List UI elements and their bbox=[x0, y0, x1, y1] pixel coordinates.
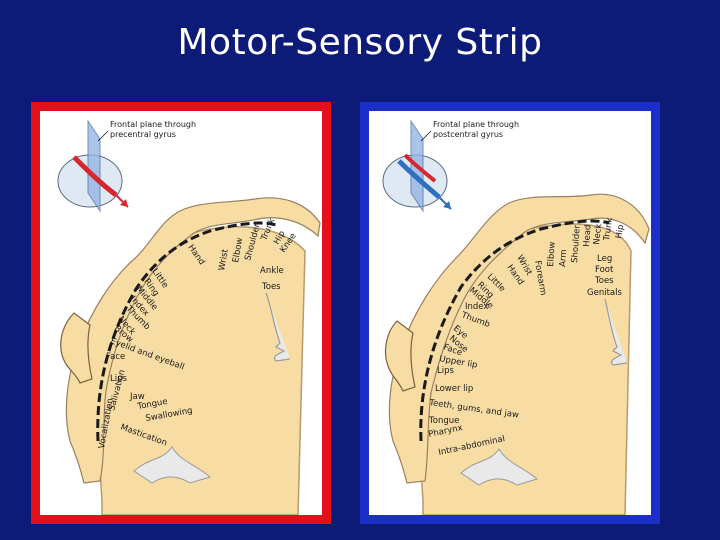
motor-label-lips: Lips bbox=[110, 374, 127, 384]
sensory-label-lips: Lips bbox=[437, 366, 454, 376]
motor-homunculus-diagram: Frontal plane through precentral gyrus H… bbox=[57, 119, 321, 515]
sensory-label-genitals: Genitals bbox=[587, 288, 622, 298]
motor-gyrus-highlight bbox=[72, 155, 118, 197]
sensory-label-index: Index bbox=[465, 302, 488, 312]
motor-label-wrist: Wrist bbox=[217, 248, 231, 272]
sensory-label-toes: Toes bbox=[594, 276, 614, 286]
sensory-caption-line2: postcentral gyrus bbox=[433, 130, 503, 139]
sensory-label-elbow: Elbow bbox=[546, 241, 558, 267]
motor-caption-pointer bbox=[97, 130, 109, 142]
motor-ventricle bbox=[265, 292, 291, 362]
motor-caption-line2: precentral gyrus bbox=[110, 130, 176, 139]
motor-caption-line1: Frontal plane through bbox=[110, 120, 196, 129]
sensory-strip-panel: Frontal plane through postcentral gyrus … bbox=[360, 102, 660, 524]
motor-label-jaw: Jaw bbox=[129, 392, 145, 402]
sensory-label-head: Head bbox=[582, 224, 594, 247]
motor-strip-panel: Frontal plane through precentral gyrus H… bbox=[31, 102, 331, 524]
sensory-label-shoulder: Shoulder bbox=[570, 224, 583, 263]
motor-strip-dashed-line bbox=[96, 221, 277, 442]
sensory-homunculus-figure bbox=[388, 193, 650, 484]
sensory-arrowhead bbox=[443, 201, 451, 209]
motor-label-toes: Toes bbox=[261, 282, 281, 292]
sensory-gyrus-highlight bbox=[397, 159, 441, 199]
sensory-label-lower-lip: Lower lip bbox=[435, 384, 473, 394]
sensory-label-trunk: Trunk bbox=[602, 217, 615, 242]
sensory-label-tongue: Tongue bbox=[428, 416, 459, 426]
sensory-caption-pointer bbox=[420, 130, 432, 142]
sensory-label-neck: Neck bbox=[592, 223, 604, 245]
motor-arrowhead bbox=[120, 199, 128, 207]
motor-lower-structure bbox=[133, 446, 212, 484]
motor-face-profile bbox=[60, 312, 93, 384]
sensory-face-profile bbox=[384, 320, 416, 392]
sensory-red-gyrus bbox=[403, 153, 437, 183]
sensory-label-leg: Leg bbox=[597, 254, 612, 264]
sensory-label-foot: Foot bbox=[595, 265, 614, 275]
sensory-caption-line1: Frontal plane through bbox=[433, 120, 519, 129]
motor-label-face: Face bbox=[106, 352, 125, 362]
sensory-ventricle bbox=[604, 298, 628, 366]
sensory-lower-structure bbox=[460, 448, 539, 486]
motor-label-elbow: Elbow bbox=[231, 237, 245, 264]
sensory-label-arm: Arm bbox=[558, 249, 569, 267]
page-title: Motor-Sensory Strip bbox=[177, 22, 543, 63]
sensory-label-hip: Hip bbox=[614, 224, 626, 240]
motor-homunculus-figure bbox=[65, 197, 321, 484]
motor-label-ankle: Ankle bbox=[260, 266, 284, 276]
sensory-homunculus-diagram: Frontal plane through postcentral gyrus … bbox=[382, 119, 650, 515]
